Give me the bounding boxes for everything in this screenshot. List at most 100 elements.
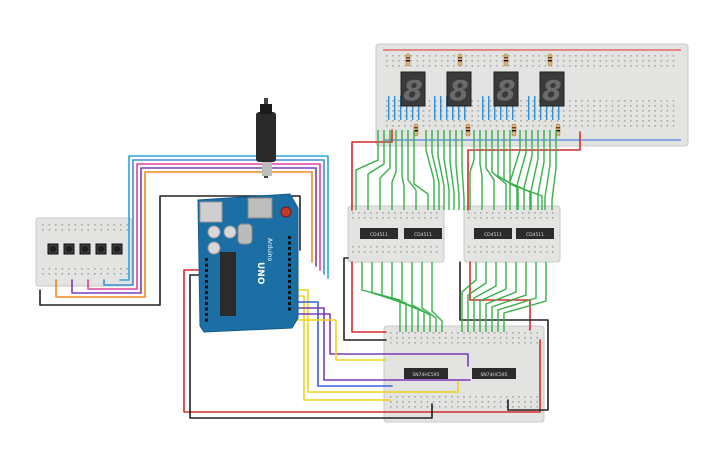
wire-orange: [55, 171, 313, 298]
push-button[interactable]: [79, 243, 91, 255]
wire-green: [391, 262, 419, 332]
top-breadboard[interactable]: [375, 43, 689, 147]
chip-label: CD4511: [414, 232, 432, 238]
display-digit: 8: [403, 74, 422, 107]
usb-plug: [256, 112, 276, 162]
wire-black: [459, 261, 549, 411]
wire-green: [473, 262, 497, 332]
wire-green: [379, 130, 391, 210]
wire-red: [467, 131, 581, 211]
display-digit: 8: [542, 74, 561, 107]
chip-bottom-1[interactable]: SN74HC595: [404, 368, 448, 379]
wire-cyan: [119, 155, 329, 281]
wire-green: [449, 130, 455, 210]
wire-black: [343, 257, 387, 341]
chip-label: SN74HC595: [412, 372, 439, 378]
push-buttons[interactable]: [47, 243, 123, 255]
wire-purple: [297, 313, 469, 367]
wire-green: [509, 130, 521, 210]
wire-green: [401, 262, 425, 332]
chip-mid-right-2[interactable]: CD4511: [516, 228, 554, 239]
wire-pink: [87, 163, 321, 290]
wire-green: [503, 262, 547, 332]
wire-green: [479, 262, 507, 332]
wire-green: [461, 130, 465, 210]
wire-green: [469, 130, 475, 210]
chip-label: CD4511: [370, 232, 388, 238]
wire-green: [431, 130, 440, 210]
wire-red: [183, 269, 541, 413]
wire-green: [491, 130, 507, 210]
dc-jack: [199, 201, 223, 223]
wire-green: [381, 262, 413, 332]
wire-green: [361, 262, 401, 332]
wire-red: [351, 261, 387, 333]
wire-red: [469, 261, 531, 331]
wire-green: [461, 262, 477, 332]
wire-purple: [297, 307, 471, 381]
breadboard-holes: [468, 212, 554, 253]
wire-black: [39, 195, 301, 306]
chip-mid-left-1[interactable]: CD4511: [360, 228, 398, 239]
chip-label: CD4511: [526, 232, 544, 238]
arduino-model-label: UNO: [255, 262, 265, 285]
push-button[interactable]: [111, 243, 123, 255]
wire-blue: [103, 159, 325, 286]
wire-black: [189, 274, 433, 419]
resistor: [405, 53, 411, 67]
wire-green: [516, 130, 527, 210]
push-button[interactable]: [63, 243, 75, 255]
wire-green: [485, 130, 495, 210]
resistors: [405, 53, 561, 137]
seven-segment-display: 8: [539, 71, 565, 107]
pin-headers: [205, 236, 291, 322]
resistor: [511, 123, 517, 137]
resistor: [465, 123, 471, 137]
wire-green: [497, 262, 537, 332]
wire-green: [467, 262, 487, 332]
wire-green: [355, 130, 379, 210]
resistor: [503, 53, 509, 67]
wire-green: [421, 262, 437, 332]
display-digit: 8: [449, 74, 468, 107]
wire-yellow: [297, 289, 459, 393]
wire-green: [551, 130, 557, 210]
wire-green: [537, 130, 545, 210]
push-button[interactable]: [95, 243, 107, 255]
wire-green: [485, 262, 517, 332]
breadboard-holes: [386, 55, 675, 127]
display-digit: 8: [496, 74, 515, 107]
atmega-chip: [220, 252, 236, 316]
breadboard-holes: [352, 212, 438, 253]
arduino-uno-board[interactable]: Arduino UNO: [197, 98, 299, 333]
wire-blue: [297, 301, 393, 387]
chip-label: SN74HC595: [480, 372, 507, 378]
wire-green: [544, 130, 551, 210]
reset-button[interactable]: [280, 206, 292, 218]
chip-mid-right-1[interactable]: CD4511: [474, 228, 512, 239]
wire-green: [455, 130, 460, 210]
chip-bottom-2[interactable]: SN74HC595: [472, 368, 516, 379]
resistor: [457, 53, 463, 67]
wire-green: [413, 130, 429, 210]
bottom-breadboard[interactable]: [383, 325, 545, 423]
wire-yellow: [297, 319, 387, 361]
breadboard-holes: [390, 332, 538, 408]
wire-green: [391, 130, 397, 210]
push-button[interactable]: [47, 243, 59, 255]
wire-green: [407, 130, 417, 210]
wire-green: [443, 130, 450, 210]
wire-green: [367, 130, 385, 210]
wire-green: [491, 262, 527, 332]
wire-green: [479, 130, 483, 210]
resistor: [413, 123, 419, 137]
wire-green: [437, 130, 445, 210]
wire-green: [509, 130, 543, 210]
arduino-brand-label: Arduino: [266, 238, 273, 262]
wires: [39, 129, 581, 419]
seven-segment-display: 8: [446, 71, 472, 107]
chip-mid-left-2[interactable]: CD4511: [404, 228, 442, 239]
